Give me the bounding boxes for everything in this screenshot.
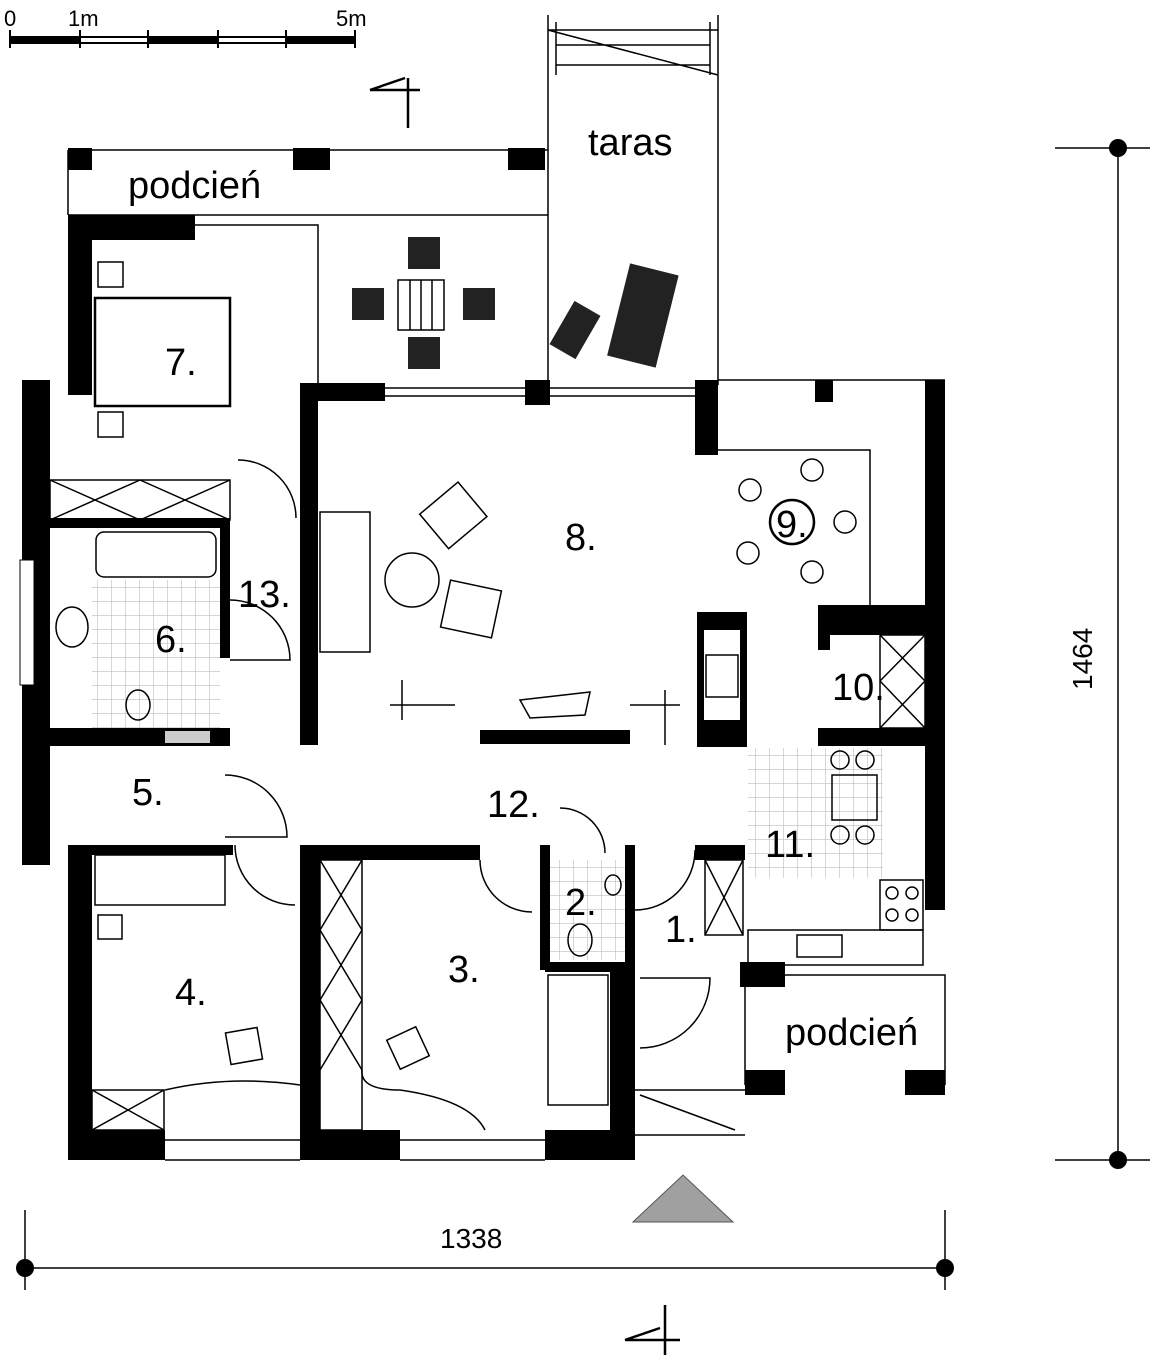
scale-zero: 0 bbox=[4, 6, 16, 31]
label-terrace: taras bbox=[588, 122, 672, 164]
walls bbox=[19, 215, 946, 1161]
bathtub bbox=[95, 531, 217, 578]
terrace: taras bbox=[547, 15, 719, 385]
dimension-height-label: 1464 bbox=[1067, 628, 1098, 690]
bathroom-tiles bbox=[92, 580, 220, 728]
section-marker-bottom bbox=[624, 1305, 680, 1355]
dining-table bbox=[768, 498, 816, 546]
label-porch-bottom: podcień bbox=[785, 1012, 918, 1054]
sofa bbox=[319, 511, 371, 653]
wc-sink bbox=[604, 874, 622, 896]
entrance-marker bbox=[631, 1174, 735, 1223]
furniture bbox=[55, 261, 919, 1071]
dimension-width: 1338 bbox=[16, 1210, 954, 1290]
outdoor-table bbox=[352, 237, 495, 369]
sunlounger bbox=[607, 263, 679, 368]
wc-tiles bbox=[550, 860, 625, 960]
scale-5m: 5m bbox=[336, 6, 367, 31]
bed-4 bbox=[94, 854, 226, 906]
doors bbox=[224, 459, 711, 1049]
label-room-3: 3. bbox=[448, 949, 480, 991]
label-room-10: 10. bbox=[832, 667, 885, 709]
label-porch-top: podcień bbox=[128, 165, 261, 207]
bed bbox=[93, 296, 232, 408]
armchair bbox=[418, 481, 488, 550]
wc-toilet bbox=[567, 923, 593, 957]
label-room-8: 8. bbox=[565, 517, 597, 559]
tv-stand bbox=[518, 691, 591, 719]
label-room-11: 11. bbox=[765, 824, 815, 866]
label-room-1: 1. bbox=[665, 909, 697, 951]
label-room-12: 12. bbox=[487, 784, 540, 826]
toilet bbox=[125, 689, 151, 721]
scale-bar: 0 1m 5m bbox=[4, 6, 367, 48]
porch-top: podcień bbox=[67, 148, 548, 216]
label-room-6: 6. bbox=[155, 619, 187, 661]
dimension-height: 1464 bbox=[1055, 139, 1150, 1169]
kitchen-tiles bbox=[748, 748, 883, 878]
kitchen-table bbox=[831, 774, 878, 821]
section-marker-top bbox=[369, 76, 420, 128]
coffee-table bbox=[384, 552, 440, 608]
label-room-2: 2. bbox=[565, 882, 597, 924]
label-room-9: 9. bbox=[776, 504, 808, 546]
armchair bbox=[439, 579, 503, 639]
sunlounger-small bbox=[549, 300, 601, 360]
dimension-width-label: 1338 bbox=[440, 1223, 502, 1254]
label-room-4: 4. bbox=[175, 972, 207, 1014]
label-room-13: 13. bbox=[238, 574, 291, 616]
sink bbox=[55, 606, 89, 648]
label-room-7: 7. bbox=[165, 342, 197, 384]
scale-1m: 1m bbox=[68, 6, 99, 31]
label-room-5: 5. bbox=[132, 772, 164, 814]
